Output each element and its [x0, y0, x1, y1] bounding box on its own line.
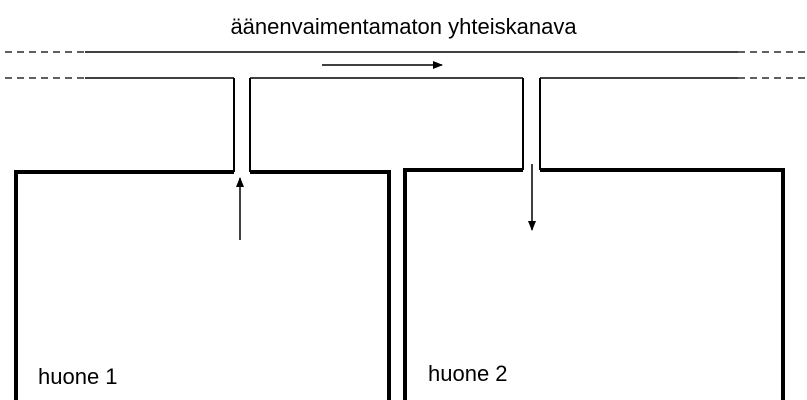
room-1-walls [14, 170, 391, 400]
shared-duct [5, 51, 807, 79]
room-2-walls [403, 168, 785, 400]
branch-duct-room-1 [233, 78, 251, 172]
room-1-label: huone 1 [38, 364, 118, 389]
diagram-title: äänenvaimentamaton yhteiskanava [230, 14, 577, 39]
room-2-label: huone 2 [428, 361, 508, 386]
branch-duct-room-2 [522, 78, 541, 170]
